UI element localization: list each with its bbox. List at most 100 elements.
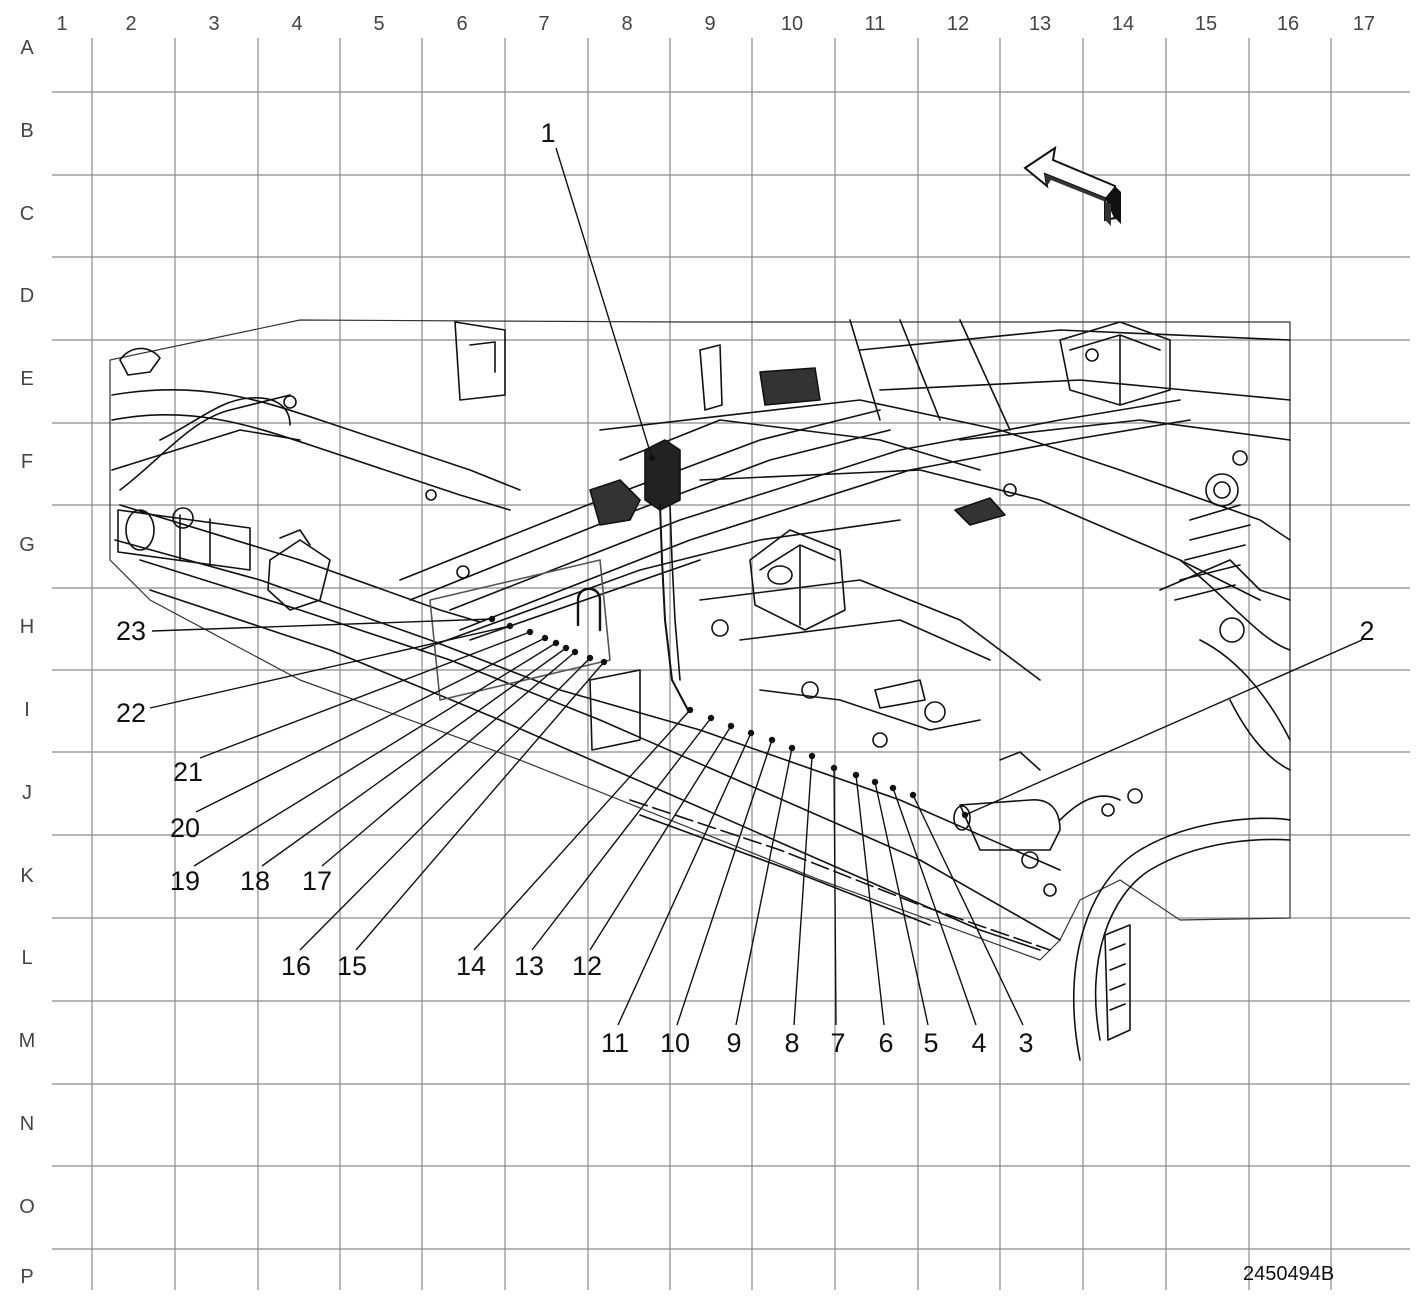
callout-12: 12: [572, 951, 602, 981]
leader-line-10: [676, 739, 773, 1026]
callout-21: 21: [173, 757, 203, 787]
row-label: D: [20, 285, 34, 307]
leader-line-9: [735, 747, 793, 1026]
column-label: 1: [56, 13, 67, 35]
callout-17: 17: [302, 866, 332, 896]
callout-16: 16: [281, 951, 311, 981]
column-label: 16: [1277, 13, 1299, 35]
row-label: G: [19, 534, 35, 556]
column-label: 6: [456, 13, 467, 35]
row-label: J: [22, 782, 32, 804]
leader-line-14: [473, 709, 691, 951]
row-label: N: [20, 1113, 34, 1135]
row-label: C: [20, 203, 34, 225]
leader-dot-14: [686, 706, 694, 714]
leader-line-4: [892, 787, 977, 1026]
leader-dot-17: [571, 648, 579, 656]
callout-14: 14: [456, 951, 486, 981]
leader-dots: [488, 454, 969, 819]
leader-line-19: [193, 642, 557, 867]
column-label: 3: [208, 13, 219, 35]
callout-18: 18: [240, 866, 270, 896]
callout-3: 3: [1018, 1028, 1033, 1058]
column-label: 8: [621, 13, 632, 35]
callout-8: 8: [784, 1028, 799, 1058]
callout-10: 10: [660, 1028, 690, 1058]
leader-line-8: [793, 755, 813, 1026]
figure-id: 2450494B: [1243, 1263, 1334, 1285]
leader-line-11: [617, 732, 752, 1026]
callout-7: 7: [830, 1028, 845, 1058]
column-label: 14: [1112, 13, 1134, 35]
callout-9: 9: [726, 1028, 741, 1058]
column-label: 4: [291, 13, 302, 35]
callout-15: 15: [337, 951, 367, 981]
leader-line-15: [355, 661, 605, 951]
leader-dot-5: [871, 778, 879, 786]
column-label: 2: [125, 13, 136, 35]
front-arrow-icon: [1023, 145, 1121, 226]
row-label: H: [20, 616, 34, 638]
leader-dot-6: [852, 771, 860, 779]
callout-22: 22: [116, 698, 146, 728]
leader-dot-20: [541, 634, 549, 642]
leader-dot-10: [768, 736, 776, 744]
callout-1: 1: [540, 118, 555, 148]
leader-dot-12: [727, 722, 735, 730]
leader-line-20: [195, 637, 546, 813]
leader-line-6: [855, 774, 885, 1026]
callout-20: 20: [170, 813, 200, 843]
leader-line-18: [261, 647, 567, 867]
leader-lines: [149, 147, 1363, 1026]
leader-line-3: [912, 794, 1024, 1026]
leader-line-13: [531, 717, 712, 951]
leader-line-5: [874, 781, 929, 1026]
column-label: 10: [781, 13, 803, 35]
column-label: 17: [1353, 13, 1375, 35]
row-label: K: [20, 865, 34, 887]
row-label: L: [21, 947, 32, 969]
leader-dot-13: [707, 714, 715, 722]
leader-line-7: [833, 767, 837, 1026]
row-label: I: [24, 699, 30, 721]
leader-dot-18: [562, 644, 570, 652]
leader-dot-23: [488, 615, 496, 623]
leader-dot-21: [526, 628, 534, 636]
leader-dot-3: [909, 791, 917, 799]
leader-dot-9: [788, 744, 796, 752]
leader-dot-7: [830, 764, 838, 772]
row-label: O: [19, 1196, 35, 1218]
leader-line-16: [299, 657, 591, 951]
leader-dot-8: [808, 752, 816, 760]
column-label: 9: [704, 13, 715, 35]
leader-line-1: [555, 147, 653, 459]
callout-11: 11: [601, 1028, 629, 1058]
leader-line-23: [151, 618, 493, 632]
leader-dot-15: [600, 658, 608, 666]
row-label: A: [20, 37, 34, 59]
underbody-illustration: [109, 319, 1291, 1061]
callout-19: 19: [170, 866, 200, 896]
leader-line-2: [964, 639, 1363, 816]
leader-line-22: [149, 625, 511, 709]
column-label: 5: [373, 13, 384, 35]
leader-line-21: [199, 631, 531, 759]
leader-line-17: [321, 651, 576, 867]
row-label: M: [19, 1030, 36, 1052]
leader-line-12: [589, 725, 732, 951]
row-label: F: [21, 451, 33, 473]
column-label: 11: [865, 13, 886, 35]
leader-dot-19: [552, 639, 560, 647]
column-label: 12: [947, 13, 969, 35]
grid-lines: [52, 38, 1410, 1290]
column-label: 13: [1029, 13, 1051, 35]
row-label: P: [20, 1266, 33, 1288]
callout-23: 23: [116, 616, 146, 646]
leader-dot-4: [889, 784, 897, 792]
callout-13: 13: [514, 951, 544, 981]
leader-dot-1: [648, 454, 656, 462]
leader-dot-22: [506, 622, 514, 630]
